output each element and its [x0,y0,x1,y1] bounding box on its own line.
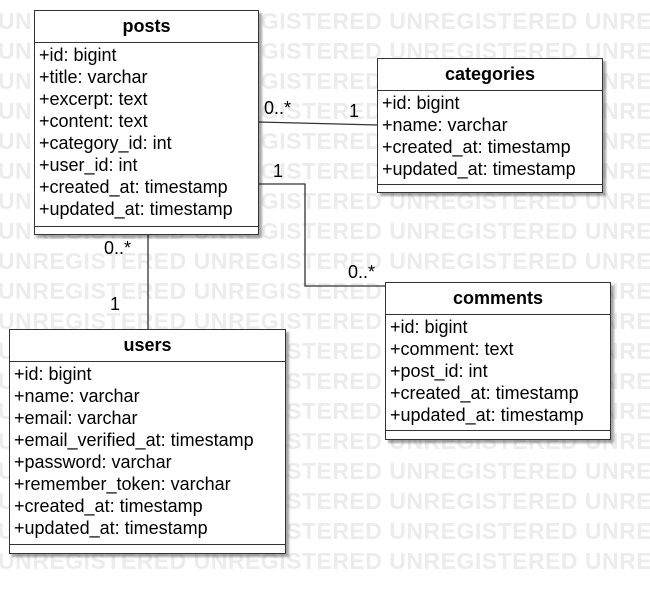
class-name: categories [378,59,602,91]
class-name: comments [386,283,610,315]
multiplicity-posts-categories-source: 0..* [264,98,292,118]
attribute: +content: text [39,111,148,131]
operations-divider [378,184,602,185]
posts-categories-link[interactable] [257,121,379,126]
attribute: +updated_at: timestamp [390,405,584,425]
attribute: +comment: text [390,339,514,359]
multiplicity-posts-users-source: 0..* [104,238,132,258]
class-categories[interactable]: categories +id: bigint +name: varchar +c… [377,58,603,193]
class-comments[interactable]: comments +id: bigint +comment: text +pos… [385,282,611,440]
operations-divider [386,430,610,431]
attribute: +category_id: int [39,133,172,153]
attribute: +excerpt: text [39,89,148,109]
class-name: users [10,330,285,362]
attribute-list: +id: bigint +title: varchar +excerpt: te… [35,43,258,220]
attribute: +updated_at: timestamp [382,159,576,179]
attribute: +id: bigint [390,317,468,337]
operations-divider [10,544,285,545]
attribute-list: +id: bigint +name: varchar +email: varch… [10,362,285,539]
class-users[interactable]: users +id: bigint +name: varchar +email:… [9,329,286,554]
attribute: +name: varchar [382,115,508,135]
attribute: +created_at: timestamp [14,496,203,516]
attribute: +email_verified_at: timestamp [14,430,254,450]
attribute-list: +id: bigint +comment: text +post_id: int… [386,315,610,426]
multiplicity-posts-comments-target: 0..* [348,262,376,282]
operations-divider [35,226,258,227]
attribute-list: +id: bigint +name: varchar +created_at: … [378,91,602,180]
multiplicity-posts-users-target: 1 [110,294,121,314]
attribute: +user_id: int [39,155,138,175]
attribute: +name: varchar [14,386,140,406]
attribute: +post_id: int [390,361,488,381]
posts-comments-link[interactable] [258,183,386,287]
attribute: +title: varchar [39,67,148,87]
attribute: +email: varchar [14,408,138,428]
class-posts[interactable]: posts +id: bigint +title: varchar +excer… [34,10,259,235]
multiplicity-posts-comments-source: 1 [273,161,284,181]
attribute: +id: bigint [14,364,92,384]
attribute: +created_at: timestamp [382,137,571,157]
attribute: +updated_at: timestamp [14,518,208,538]
attribute: +remember_token: varchar [14,474,231,494]
multiplicity-posts-categories-target: 1 [349,101,360,121]
attribute: +created_at: timestamp [39,177,228,197]
class-name: posts [35,11,258,43]
attribute: +id: bigint [39,45,117,65]
attribute: +updated_at: timestamp [39,199,233,219]
attribute: +password: varchar [14,452,172,472]
attribute: +created_at: timestamp [390,383,579,403]
attribute: +id: bigint [382,93,460,113]
